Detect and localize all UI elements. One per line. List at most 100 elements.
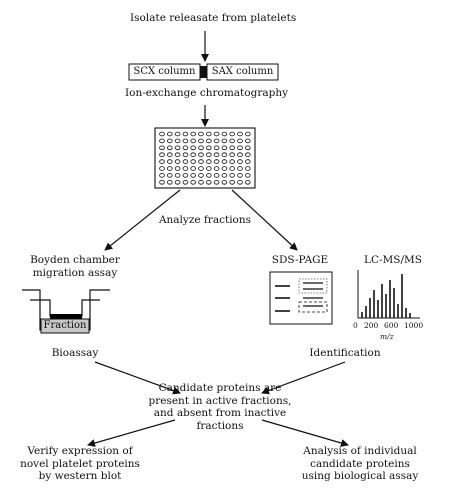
plate-well	[229, 159, 236, 164]
candidate-line-1: Candidate proteins are	[158, 382, 282, 394]
arrow-plate-to-identification	[231, 189, 298, 251]
plate-well	[213, 180, 220, 185]
plate-well	[182, 152, 189, 158]
plate-well	[237, 145, 243, 151]
arrow-candidate-to-analysis	[261, 419, 349, 447]
plate-well	[221, 131, 228, 137]
plate-well	[198, 145, 204, 151]
plate-well	[213, 145, 220, 151]
identification-label: Identification	[309, 347, 381, 359]
plate-well	[213, 166, 220, 171]
plate-well	[182, 180, 189, 185]
sax-column-label: SAX column	[211, 66, 274, 77]
plate-well	[229, 145, 236, 151]
plate-well	[190, 131, 197, 137]
plate-well	[237, 180, 243, 185]
arrow-plate-to-bioassay	[104, 189, 181, 251]
plate-well	[159, 180, 165, 185]
plate-well	[213, 173, 220, 178]
plate-well	[221, 138, 228, 144]
fraction-box	[40, 318, 90, 334]
plate-well	[206, 152, 212, 158]
plate-well	[159, 152, 165, 158]
boyden-chamber-label: Boyden chamber migration assay	[20, 254, 130, 279]
plate-well	[174, 131, 181, 137]
candidate-line-4: fractions	[196, 419, 244, 432]
plate-well	[245, 166, 251, 171]
plate-well	[198, 166, 204, 171]
plate-well	[213, 159, 220, 164]
plate-well	[190, 138, 197, 144]
plate-well	[198, 180, 204, 185]
sax-column-box	[206, 63, 279, 81]
plate-well	[237, 159, 243, 164]
column-junction	[200, 66, 207, 78]
plate-well	[229, 138, 236, 144]
plate-well	[182, 166, 189, 171]
plate-well	[237, 138, 243, 144]
well-plate	[154, 127, 256, 189]
plate-well	[221, 166, 228, 171]
arrow-identification-to-candidate	[261, 361, 346, 395]
plate-well	[237, 173, 243, 178]
plate-well	[190, 159, 197, 164]
plate-well	[159, 145, 165, 151]
tick-600: 600	[384, 321, 399, 330]
plate-well	[174, 173, 181, 178]
plate-well	[167, 138, 173, 144]
verify-expression-label: Verify expression of novel platelet prot…	[15, 445, 145, 483]
analyze-fractions-label: Analyze fractions	[158, 214, 252, 226]
plate-well	[221, 152, 228, 158]
plate-well	[182, 131, 189, 137]
plate-well	[206, 166, 212, 171]
plate-well	[206, 173, 212, 178]
candidate-proteins-label: Candidate proteins are present in active…	[130, 382, 310, 432]
plate-well	[198, 173, 204, 178]
plate-well	[159, 166, 165, 171]
plate-well	[190, 152, 197, 158]
plate-well	[190, 173, 197, 178]
plate-well	[206, 180, 212, 185]
membrane-band	[50, 314, 82, 319]
plate-well	[174, 152, 181, 158]
plate-well	[245, 159, 251, 164]
plate-well	[190, 145, 197, 151]
ion-exchange-label: Ion-exchange chromatography	[125, 87, 289, 99]
plate-well	[229, 152, 236, 158]
plate-well	[198, 138, 204, 144]
plate-well	[245, 180, 251, 185]
plate-well	[245, 152, 251, 158]
plate-well	[221, 173, 228, 178]
plate-well	[206, 138, 212, 144]
plate-well	[245, 138, 251, 144]
plate-well	[167, 145, 173, 151]
verify-line-3: by western blot	[38, 470, 122, 482]
plate-well	[198, 159, 204, 164]
arrow-bioassay-to-candidate	[94, 361, 181, 395]
plate-well	[159, 159, 165, 164]
mass-spectrum	[357, 270, 420, 319]
plate-well	[237, 131, 243, 137]
plate-well	[182, 145, 189, 151]
plate-well	[237, 152, 243, 158]
spectrum-peaks	[361, 274, 411, 318]
mz-axis-label: m/z	[380, 332, 394, 341]
plate-well	[174, 145, 181, 151]
boyden-line-1: Boyden chamber	[30, 254, 120, 266]
plate-well	[159, 138, 165, 144]
isolate-label: Isolate releasate from platelets	[130, 12, 297, 24]
boyden-chamber	[22, 289, 110, 334]
analysis-individual-label: Analysis of individual candidate protein…	[290, 445, 430, 483]
plate-well	[174, 166, 181, 171]
plate-well	[229, 166, 236, 171]
lcms-label: LC-MS/MS	[364, 254, 422, 266]
plate-well	[174, 159, 181, 164]
sds-page-label: SDS-PAGE	[271, 254, 329, 266]
plate-well	[190, 166, 197, 171]
plate-well	[221, 145, 228, 151]
plate-well	[221, 159, 228, 164]
sds-page-gel	[269, 271, 333, 325]
plate-well	[159, 173, 165, 178]
plate-well	[174, 138, 181, 144]
